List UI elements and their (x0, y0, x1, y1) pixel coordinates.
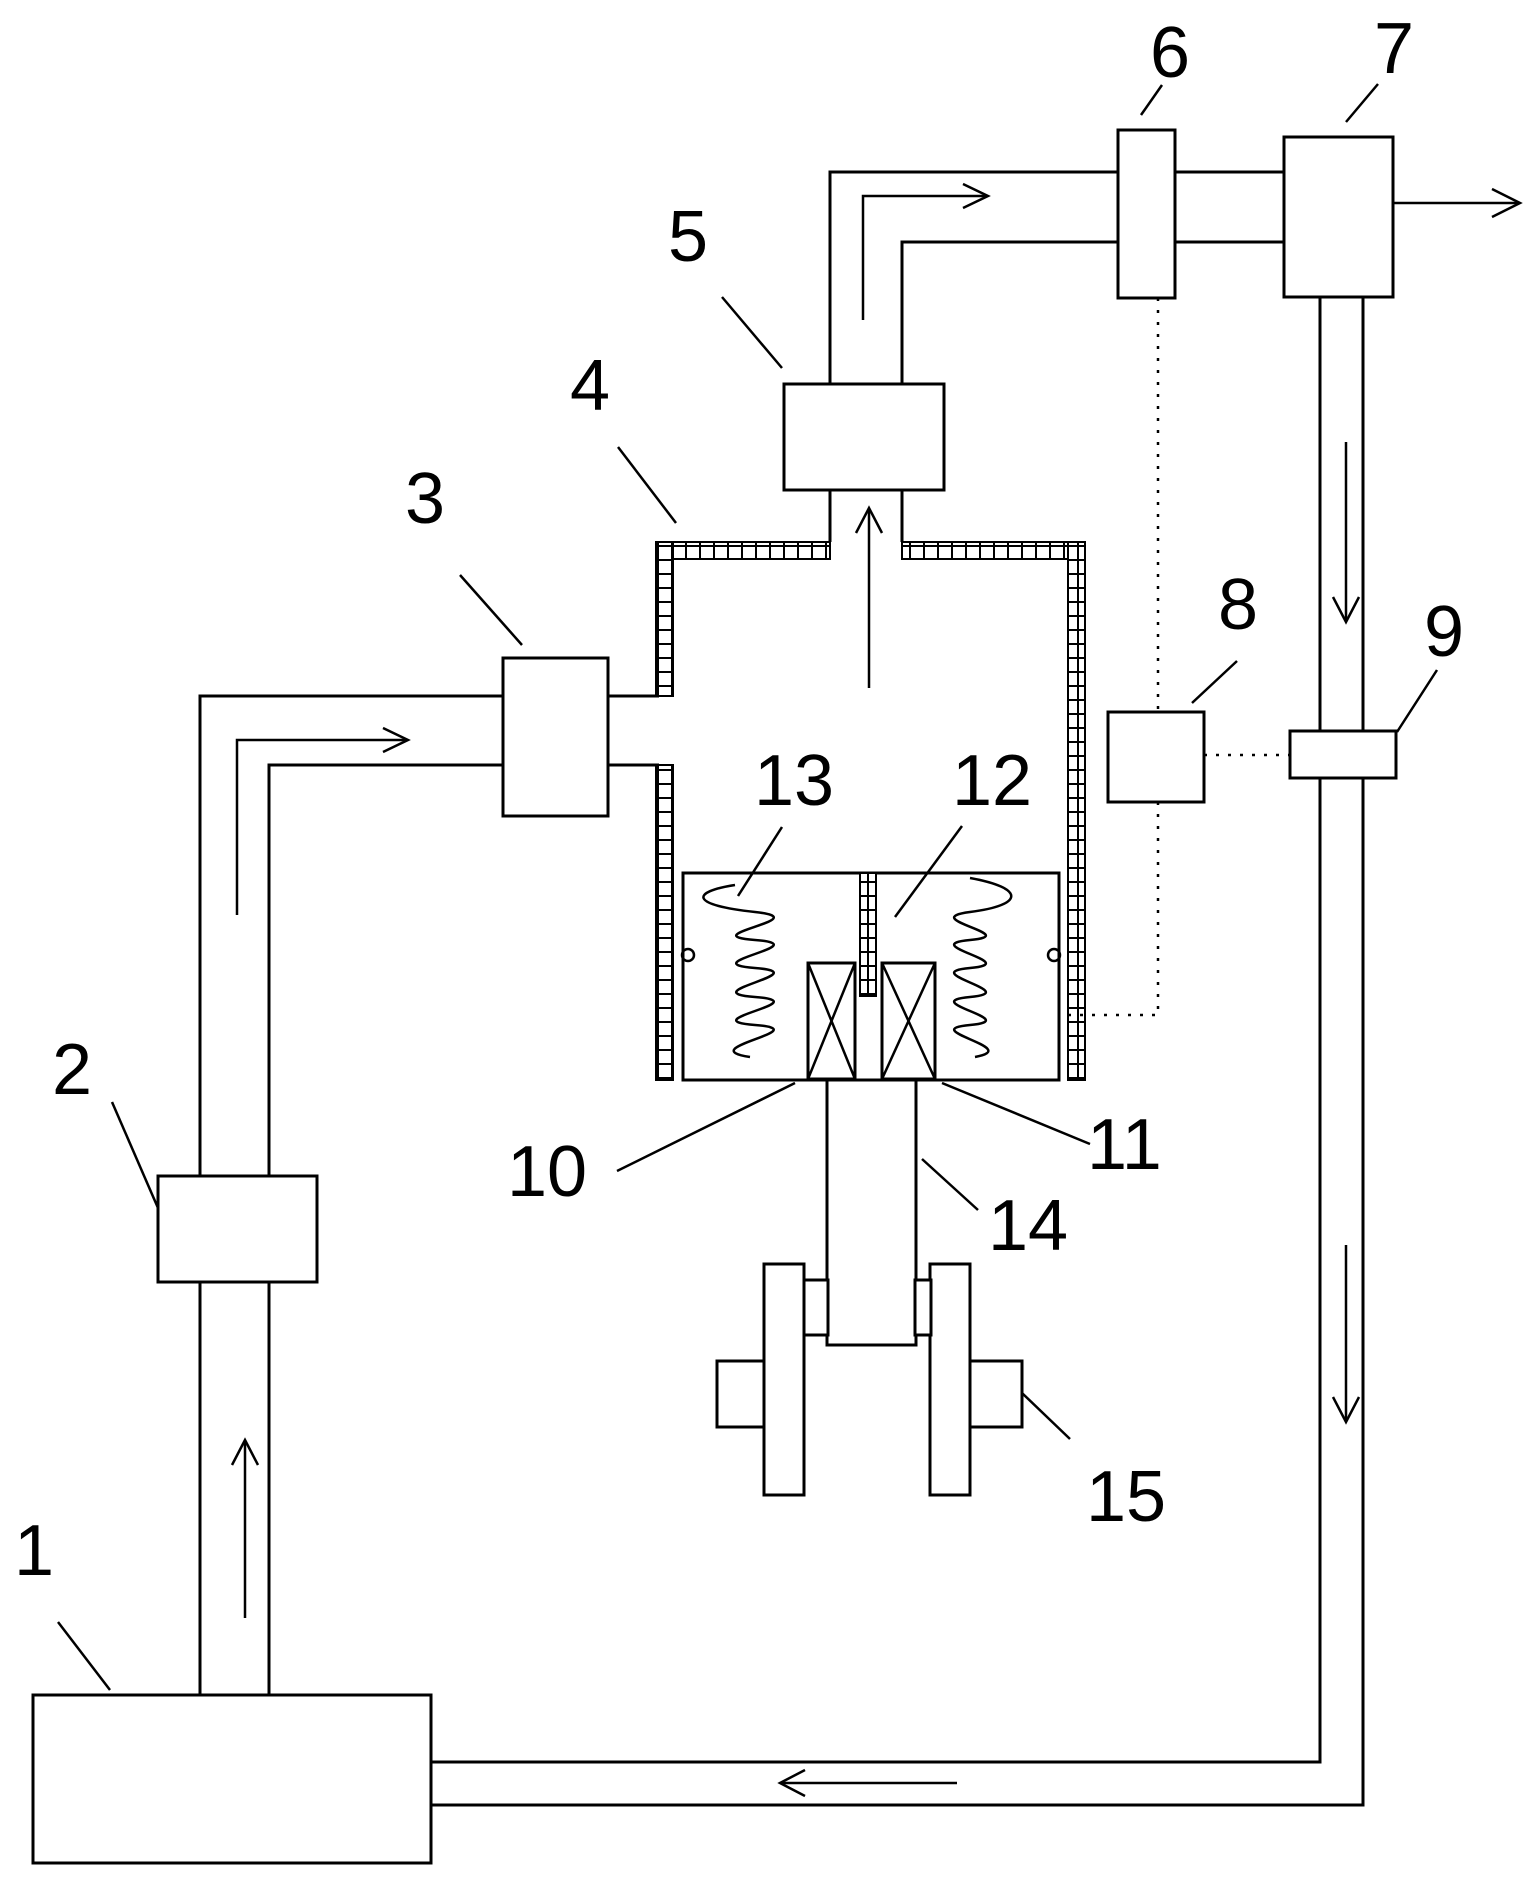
outlet-arrow-right (1393, 189, 1520, 217)
component-7-box (1284, 137, 1393, 297)
label-14: 14 (988, 1186, 1068, 1266)
label-3: 3 (405, 459, 445, 539)
label-10: 10 (507, 1132, 587, 1212)
component-1-tank (33, 1695, 431, 1863)
label-1: 1 (14, 1511, 54, 1591)
label-2: 2 (52, 1030, 92, 1110)
pipe-tank-to-2 (200, 1282, 269, 1695)
component-5-box (784, 384, 944, 490)
component-9-box (1290, 731, 1396, 778)
flow-arrow-down-lower-right (1333, 1245, 1359, 1422)
flow-arrow-up-center (856, 508, 882, 688)
label-8: 8 (1218, 565, 1258, 645)
label-6: 6 (1150, 13, 1190, 93)
component-6-box (1118, 130, 1175, 298)
flow-arrow-up-lower-left (232, 1440, 258, 1618)
component-8-box (1108, 712, 1204, 802)
label-15: 15 (1086, 1457, 1166, 1537)
flow-arrow-left-bottom (780, 1770, 957, 1796)
label-9: 9 (1424, 592, 1464, 672)
pipe-6-to-7 (1175, 172, 1284, 242)
label-13: 13 (754, 741, 834, 821)
label-11: 11 (1087, 1105, 1162, 1185)
flow-arrow-upper-right (863, 184, 988, 320)
label-5: 5 (668, 197, 708, 277)
pipe-3-to-housing (608, 696, 659, 765)
component-14-rod (827, 1080, 916, 1345)
label-7: 7 (1374, 9, 1414, 89)
pipe-2-to-3 (200, 696, 503, 1176)
label-4: 4 (570, 346, 610, 426)
label-12: 12 (952, 741, 1032, 821)
component-2-box (158, 1176, 317, 1282)
component-3-box (503, 658, 608, 816)
flow-arrow-down-upper-right (1333, 442, 1359, 622)
flow-arrow-upper-left (237, 728, 408, 915)
